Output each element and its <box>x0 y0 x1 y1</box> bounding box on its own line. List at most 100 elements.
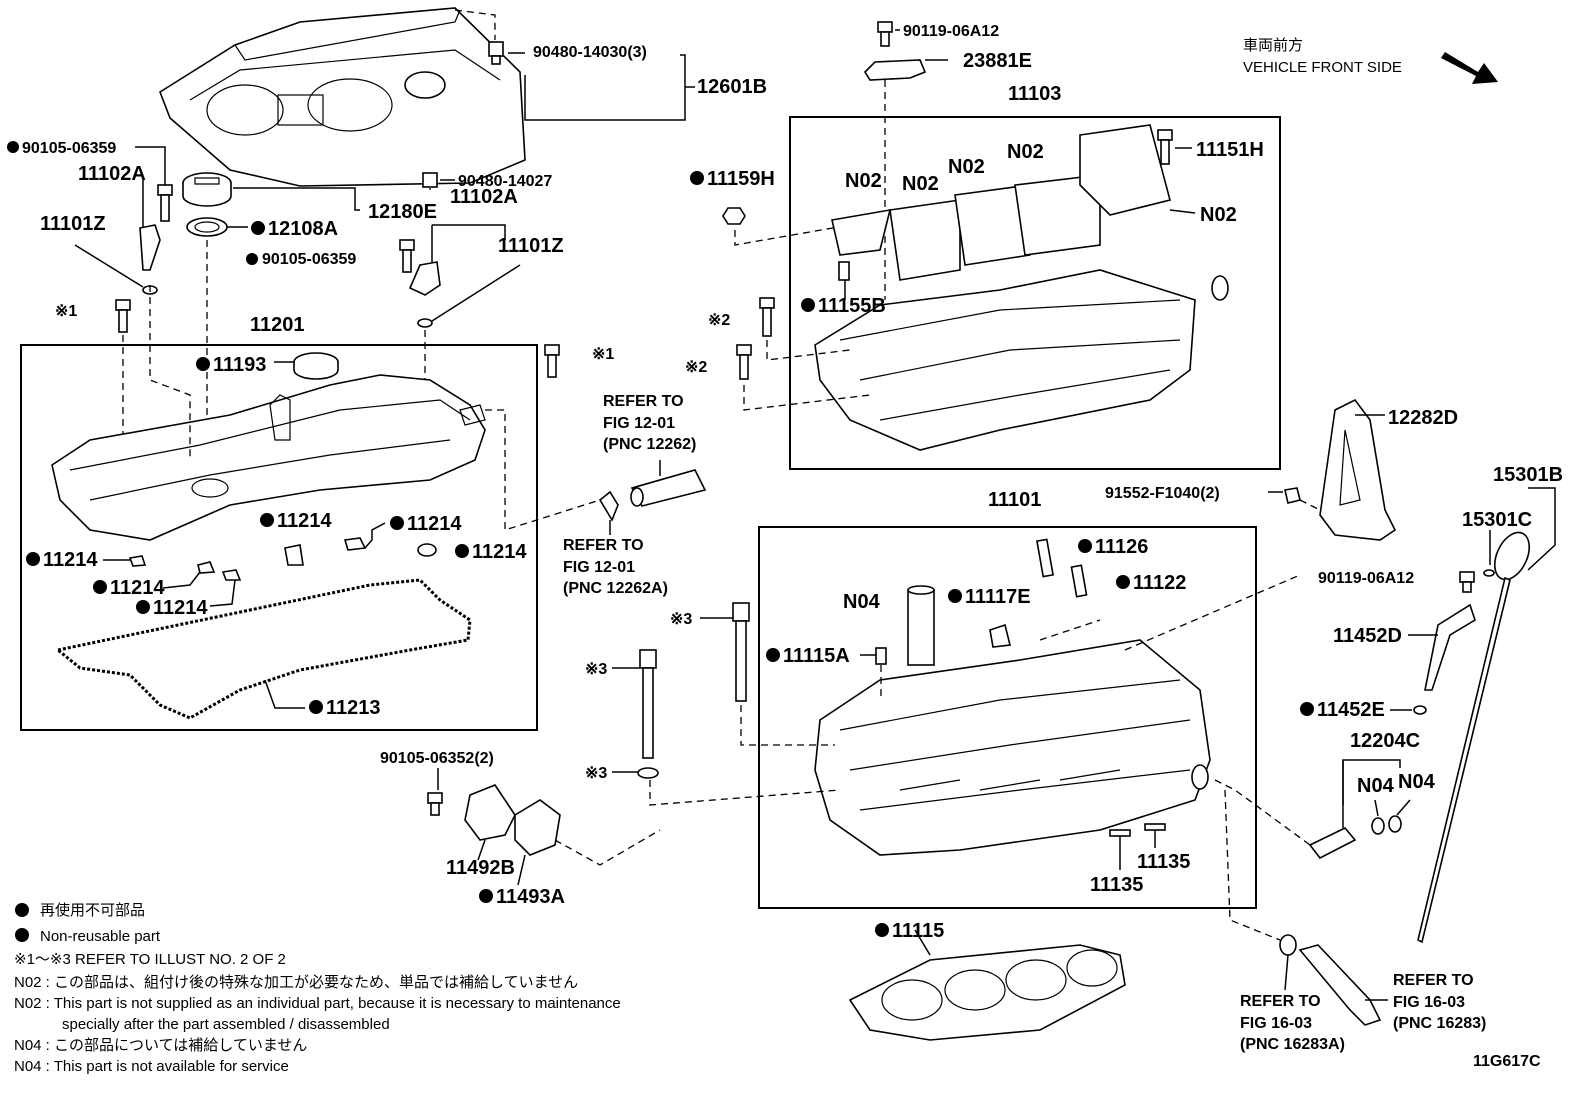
label-11117E: 11117E <box>965 586 1031 608</box>
diagram-code: 11G617C <box>1473 1053 1541 1070</box>
bolt-icon <box>1284 487 1301 504</box>
label-23881E: 23881E <box>963 50 1032 72</box>
bolt-icon <box>157 184 173 222</box>
legend-n02-jp: N02 : この部品は、組付け後の特殊な加工が必要なため、単品では補給していませ… <box>14 974 578 991</box>
valve-cover-gasket-part <box>54 578 472 720</box>
label-x3: ※3 <box>585 661 607 678</box>
pin-icon <box>1109 829 1131 837</box>
bracket-12282D-part <box>1319 398 1397 541</box>
label-x3: ※3 <box>585 765 607 782</box>
cylinder-head-part <box>814 639 1211 856</box>
label-12180E: 12180E <box>368 201 437 223</box>
label-11115A: 11115A <box>783 645 850 667</box>
clip-icon <box>128 555 147 567</box>
label-11101: 11101 <box>988 489 1041 511</box>
label-x2: ※2 <box>708 312 730 329</box>
dipstick-guide-part <box>1424 603 1476 691</box>
label-11151H: 11151H <box>1196 139 1264 161</box>
label-15301C: 15301C <box>1462 509 1532 531</box>
label-N02: N02 <box>902 173 939 195</box>
label-15301B: 15301B <box>1493 464 1563 486</box>
callout-labels: 90480-14030(3) 12601B 90480-14027 12180E… <box>7 23 1563 1070</box>
label-11493A: 11493A <box>496 886 565 908</box>
label-90105-06352: 90105-06352(2) <box>380 750 494 767</box>
label-11159H: 11159H <box>707 168 775 190</box>
pin-icon <box>1036 538 1054 578</box>
label-x1: ※1 <box>592 346 614 363</box>
label-11214: 11214 <box>153 597 208 619</box>
oil-seal-part <box>293 352 339 380</box>
bolt-icon <box>488 41 504 65</box>
clamp-icon <box>598 490 619 522</box>
pin-icon <box>1070 564 1088 598</box>
legend-nonreusable-jp: 再使用不可部品 <box>40 902 145 919</box>
long-bolt-part <box>732 602 750 702</box>
ref-b-line3: (PNC 12262A) <box>563 580 668 597</box>
label-91552-F1040: 91552-F1040(2) <box>1105 485 1220 502</box>
engine-cover-part <box>159 7 526 187</box>
label-11452D: 11452D <box>1333 625 1402 647</box>
label-N02: N02 <box>845 170 882 192</box>
bolt-icon <box>399 239 415 273</box>
group-box-11201 <box>20 344 538 731</box>
group-box-11101 <box>758 526 1257 909</box>
front-direction-arrow-icon <box>1441 52 1498 84</box>
nut-icon <box>722 207 746 225</box>
label-11103: 11103 <box>1008 83 1061 105</box>
valve-cover-part <box>51 374 486 541</box>
group-box-11103 <box>789 116 1281 470</box>
label-11214: 11214 <box>43 549 98 571</box>
ref-d-line2: FIG 16-03 <box>1393 994 1465 1011</box>
label-11213: 11213 <box>326 697 381 719</box>
ref-d-line1: REFER TO <box>1393 972 1474 989</box>
grommet-icon <box>422 172 438 188</box>
label-11102A: 11102A <box>78 163 146 185</box>
label-N02: N02 <box>948 156 985 178</box>
ref-a-line3: (PNC 12262) <box>603 436 696 453</box>
label-90480-14030: 90480-14030(3) <box>533 44 647 61</box>
ref-c-line1: REFER TO <box>1240 993 1321 1010</box>
ref-b-line1: REFER TO <box>563 537 644 554</box>
clip-icon <box>197 561 216 574</box>
cam-sensor-part <box>139 224 161 271</box>
label-11214: 11214 <box>472 541 527 563</box>
oil-hose-part <box>1279 934 1382 1026</box>
label-12108A: 12108A <box>268 218 338 240</box>
bolt-icon <box>759 297 775 337</box>
label-11193: 11193 <box>213 354 266 376</box>
front-side-en: VEHICLE FRONT SIDE <box>1243 59 1402 76</box>
label-11122: 11122 <box>1133 572 1186 594</box>
label-11135: 11135 <box>1137 851 1190 873</box>
label-x1: ※1 <box>55 303 77 320</box>
legend: 再使用不可部品 Non-reusable part ※1～※3 REFER TO… <box>14 902 621 1075</box>
label-12282D: 12282D <box>1388 407 1458 429</box>
label-11201: 11201 <box>250 314 305 336</box>
bolt-icon <box>544 344 560 378</box>
long-bolt-part <box>639 649 657 759</box>
head-gasket-part <box>848 944 1126 1041</box>
o-ring-icon <box>1483 569 1495 577</box>
label-N04: N04 <box>843 591 881 613</box>
label-11115: 11115 <box>892 920 944 942</box>
label-N04: N04 <box>1398 771 1436 793</box>
ref-c-line3: (PNC 16283A) <box>1240 1036 1345 1053</box>
plug-icon <box>989 623 1011 648</box>
label-11214: 11214 <box>277 510 332 532</box>
nonreusable-dot-icon <box>15 928 29 942</box>
legend-n02-en-2: specially after the part assembled / dis… <box>62 1016 390 1033</box>
label-11492B: 11492B <box>446 857 515 879</box>
bolt-icon <box>115 299 131 333</box>
pipe-12262-part <box>630 469 707 507</box>
ref-c-line2: FIG 16-03 <box>1240 1015 1312 1032</box>
label-N02: N02 <box>1007 141 1044 163</box>
label-11101Z: 11101Z <box>40 213 106 235</box>
o-ring-icon <box>1413 705 1427 715</box>
gasket-ring-part <box>186 217 228 237</box>
water-outlet-cover-part <box>464 784 516 841</box>
o-ring-icon <box>417 318 433 328</box>
label-90119-06A12: 90119-06A12 <box>903 23 999 40</box>
label-N02: N02 <box>1200 204 1237 226</box>
clip-icon <box>221 569 242 581</box>
cam-sensor-part <box>408 261 441 296</box>
label-11101Z: 11101Z <box>498 235 564 257</box>
